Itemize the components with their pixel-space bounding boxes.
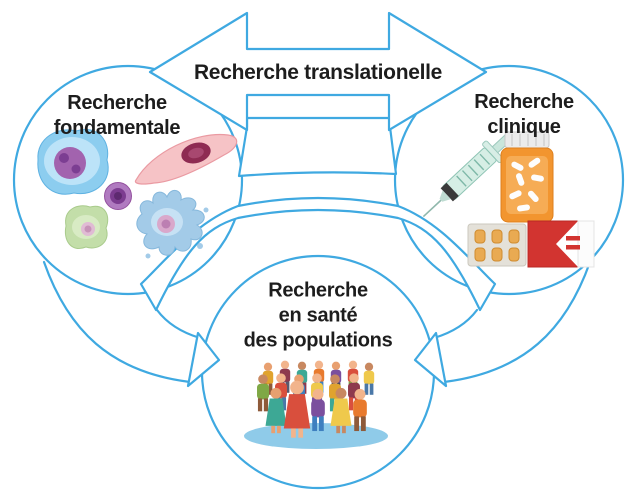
population-health-line1: Recherche xyxy=(268,279,368,302)
macrophage-cell-icon xyxy=(136,189,209,259)
right-curved-arrow xyxy=(413,260,592,388)
fundamental-research-label: Recherche fondamentale xyxy=(53,91,181,141)
keystone-band xyxy=(237,116,398,178)
population-health-line3: des populations xyxy=(243,329,393,352)
clinical-research-label: Recherche clinique xyxy=(474,90,574,140)
population-health-label: Recherche en santé des populations xyxy=(244,279,393,354)
blister-pack-icon xyxy=(467,220,595,268)
clinical-research-line1: Recherche xyxy=(474,91,574,113)
fundamental-research-line1: Recherche xyxy=(67,92,167,114)
crowd-of-people-icon xyxy=(244,360,388,449)
pill-bottle-icon xyxy=(500,131,554,223)
fundamental-research-line2: fondamentale xyxy=(53,117,181,139)
translational-research-label: Recherche translationelle xyxy=(193,61,443,84)
population-health-line2: en santé xyxy=(278,304,358,327)
purple-cell-icon xyxy=(104,182,132,210)
left-curved-arrow xyxy=(42,260,221,388)
clinical-research-line2: clinique xyxy=(487,116,561,138)
middle-band xyxy=(139,196,497,312)
blue-cell-icon xyxy=(37,128,109,195)
translational-double-arrow xyxy=(148,11,488,132)
fibroblast-cell-icon xyxy=(134,133,238,185)
green-cell-icon xyxy=(64,205,109,249)
